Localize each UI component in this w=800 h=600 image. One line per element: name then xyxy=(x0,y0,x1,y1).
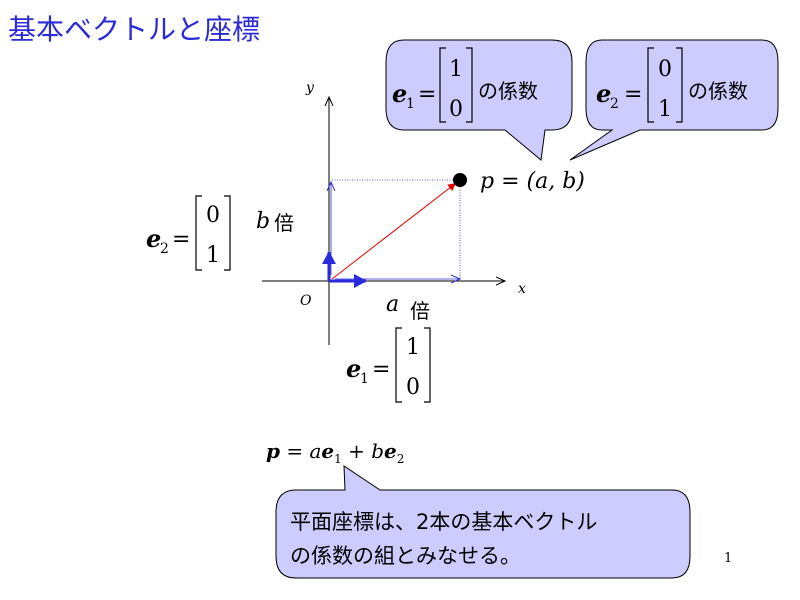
y-axis-label: y xyxy=(305,80,315,96)
callout2-vector-name: e xyxy=(596,79,611,108)
point-p-label: p = (a, b) xyxy=(480,169,585,194)
callout2-suffix: の係数 xyxy=(688,79,748,103)
callout1-bracket-left xyxy=(439,47,446,123)
summary-line-1: 平面座標は、2本の基本ベクトル xyxy=(290,510,597,534)
callout1-vector-name: e xyxy=(392,79,407,108)
e1-matrix-bottom: 0 xyxy=(406,375,420,400)
formula-p: p xyxy=(266,439,280,463)
formula-plus-b: + b xyxy=(342,439,384,463)
position-vector-p xyxy=(331,182,457,280)
callout2-matrix-bottom: 1 xyxy=(658,97,672,122)
point-p xyxy=(453,173,467,187)
e1-name: e xyxy=(346,354,361,383)
callout2-equals: = xyxy=(624,82,642,107)
b-times-label: 倍 xyxy=(274,211,294,235)
formula-sub2: 2 xyxy=(397,452,405,466)
e2-subscript: 2 xyxy=(160,241,169,257)
e2-bracket-left xyxy=(195,195,202,271)
a-times-label: 倍 xyxy=(410,299,430,323)
b-coefficient-label: b xyxy=(256,209,270,234)
summary-line-2: の係数の組とみなせる。 xyxy=(290,544,521,568)
callout2-bracket-right xyxy=(676,47,683,123)
callout2-matrix-top: 0 xyxy=(658,57,672,82)
e2-name: e xyxy=(146,224,161,253)
e2-matrix-bottom: 1 xyxy=(206,243,220,268)
decomposition-formula: p = ae1 + be2 xyxy=(266,439,404,466)
callout2-bracket-left xyxy=(647,47,654,123)
a-coefficient-label: a xyxy=(386,292,399,317)
e2-equals: = xyxy=(172,227,190,252)
e2-matrix-top: 0 xyxy=(206,203,220,228)
callout1-matrix-top: 1 xyxy=(449,57,463,82)
formula-e2: e xyxy=(384,439,397,463)
callout-e2-coefficient: e 2 = 0 1 の係数 xyxy=(569,39,779,161)
summary-callout: 平面座標は、2本の基本ベクトル の係数の組とみなせる。 xyxy=(275,465,691,579)
formula-e1: e xyxy=(321,439,334,463)
callout1-bracket-right xyxy=(466,47,473,123)
slide-title: 基本ベクトルと座標 xyxy=(8,13,261,46)
formula-sub1: 1 xyxy=(334,452,342,466)
callout1-vector-subscript: 1 xyxy=(406,96,415,112)
callout1-matrix-bottom: 0 xyxy=(449,97,463,122)
e1-equals: = xyxy=(372,357,390,382)
page-number: 1 xyxy=(724,551,733,566)
e1-bracket-right xyxy=(424,327,431,403)
formula-eq-a: = a xyxy=(280,439,321,463)
e2-vector-definition: e 2 = 0 1 xyxy=(146,195,231,271)
e1-bracket-left xyxy=(395,327,402,403)
e1-vector-definition: e 1 = 1 0 xyxy=(346,327,431,403)
callout1-suffix: の係数 xyxy=(478,79,538,103)
callout2-vector-subscript: 2 xyxy=(610,96,619,112)
callout1-equals: = xyxy=(418,82,436,107)
origin-label: O xyxy=(300,293,312,309)
x-axis-label: x xyxy=(518,281,526,297)
e1-subscript: 1 xyxy=(360,371,369,387)
e1-matrix-top: 1 xyxy=(406,335,420,360)
e2-bracket-right xyxy=(224,195,231,271)
callout-e1-coefficient: e 1 = 1 0 の係数 xyxy=(385,39,573,161)
